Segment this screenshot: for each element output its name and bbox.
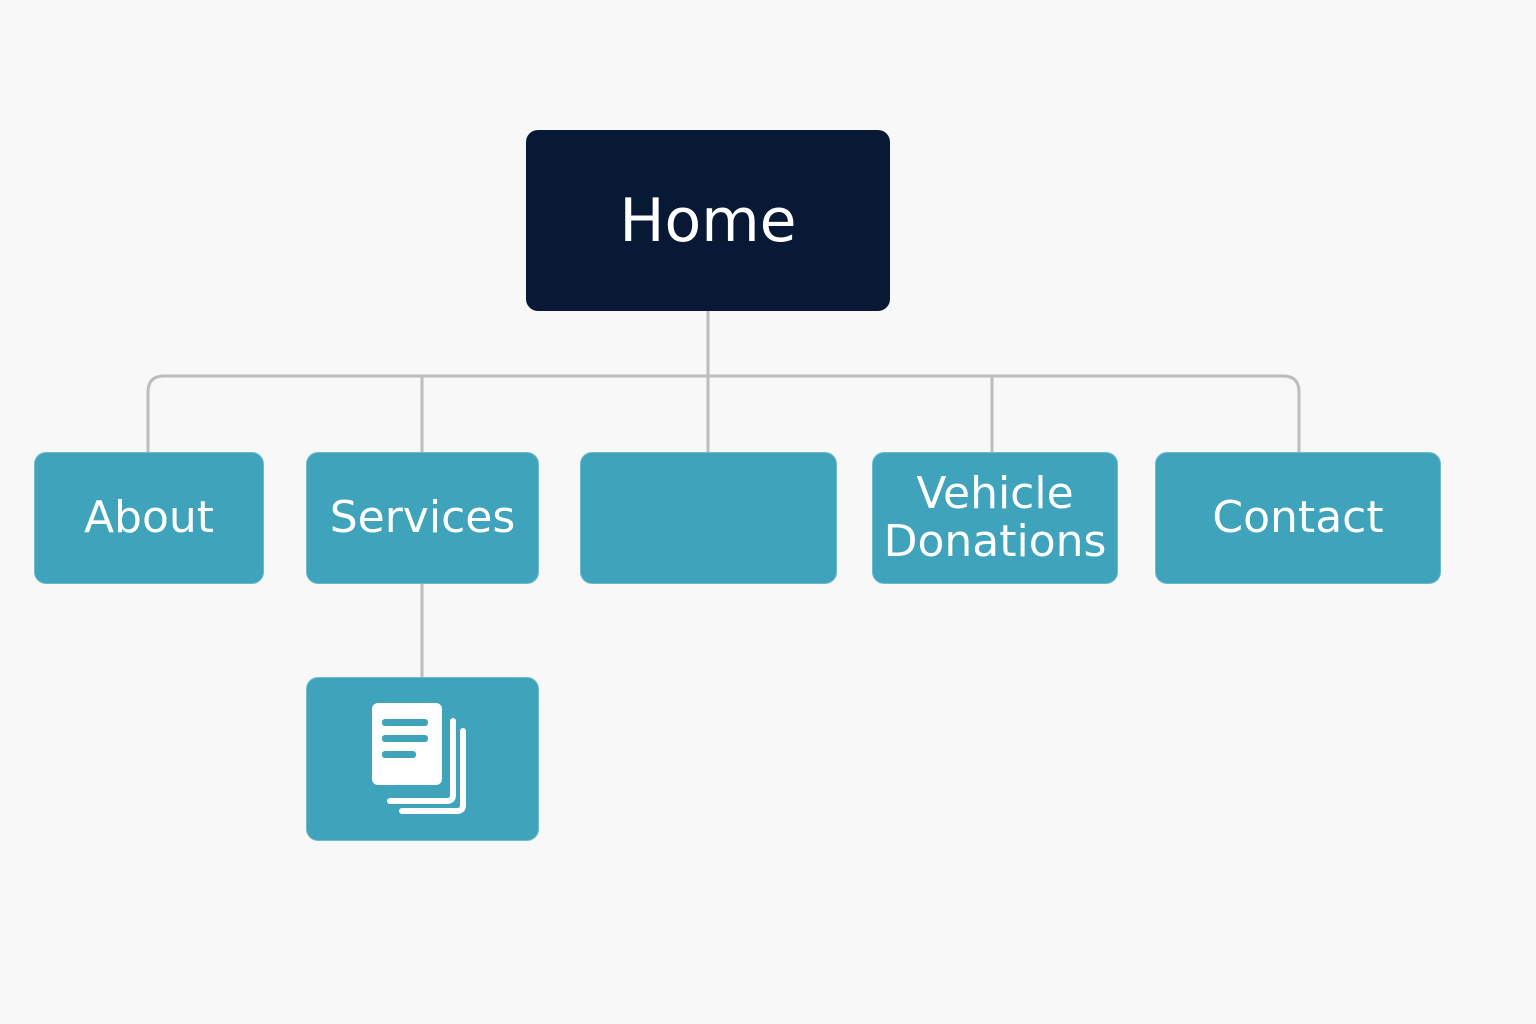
node-documents[interactable] — [306, 677, 539, 841]
node-home[interactable]: Home — [526, 130, 890, 311]
documents-icon-line-3 — [381, 751, 416, 758]
node-vehicle-donations-label: Vehicle Donations — [883, 468, 1107, 567]
node-home-label: Home — [619, 185, 797, 256]
documents-icon-front-sheet — [371, 703, 442, 785]
node-vehicle-donations[interactable]: Vehicle Donations — [872, 452, 1118, 584]
node-blank[interactable] — [580, 452, 837, 584]
node-services-label: Services — [329, 492, 516, 543]
documents-icon-line-1 — [381, 719, 428, 726]
node-about-label: About — [83, 492, 215, 543]
documents-icon — [371, 703, 466, 814]
node-services[interactable]: Services — [306, 452, 539, 584]
documents-icon-middle-sheet — [386, 718, 456, 804]
documents-icon-line-2 — [381, 735, 428, 742]
connector-bus — [146, 374, 1301, 454]
node-contact-label: Contact — [1212, 492, 1384, 543]
documents-icon-shapes — [371, 703, 466, 814]
node-contact[interactable]: Contact — [1155, 452, 1441, 584]
documents-icon-back-sheet — [398, 728, 466, 814]
connector-group — [146, 309, 1301, 679]
node-about[interactable]: About — [34, 452, 264, 584]
